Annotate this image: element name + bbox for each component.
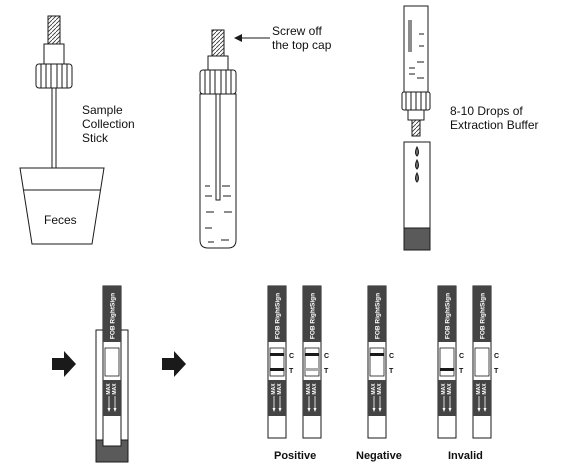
brand-text: FOB RightSign (375, 293, 382, 339)
stick-label: Sample Collection Stick (82, 103, 135, 145)
negative-label: Negative (356, 450, 402, 462)
stick-label-line2: Collection (82, 117, 135, 131)
test-line (270, 368, 284, 371)
t-marker: T (494, 368, 499, 375)
control-line (370, 353, 384, 356)
test-line-faint (305, 368, 319, 371)
control-line (270, 353, 284, 356)
stick-label-line3: Stick (82, 131, 109, 145)
drops-label-line2: Extraction Buffer (450, 118, 539, 132)
brand-text: FOB RightSign (445, 293, 452, 339)
control-line (305, 353, 319, 356)
t-marker: T (459, 368, 464, 375)
screw-label-line1: Screw off (272, 24, 322, 38)
feces-label: Feces (44, 213, 77, 227)
max-text: MAX (271, 383, 277, 395)
brand-text: FOB RightSign (275, 293, 282, 339)
max-text: MAX (277, 383, 283, 395)
test-line (440, 368, 454, 371)
max-text: MAX (377, 383, 383, 395)
drops-label-line1: 8-10 Drops of (450, 104, 523, 118)
feces-cup (19, 167, 105, 245)
brand-text: FOB RightSign (310, 293, 317, 339)
max-text: MAX (476, 383, 482, 395)
stick-label-line1: Sample (82, 103, 123, 117)
max-text: MAX (447, 383, 453, 395)
max-text: MAX (312, 383, 318, 395)
max-text: MAX (441, 383, 447, 395)
c-marker: C (324, 353, 329, 360)
max-text: MAX (112, 383, 118, 395)
specimen-tube (199, 29, 237, 249)
inverted-tube (401, 5, 431, 137)
c-marker: C (494, 353, 499, 360)
c-marker: C (289, 353, 294, 360)
brand-text: FOB RightSign (480, 293, 487, 339)
c-marker: C (459, 353, 464, 360)
screw-arrow (234, 34, 270, 42)
max-text: MAX (482, 383, 488, 395)
t-marker: T (289, 368, 294, 375)
positive-label: Positive (274, 450, 317, 462)
max-text: MAX (306, 383, 312, 395)
t-marker: T (389, 368, 394, 375)
screw-label: Screw off the top cap (272, 24, 331, 52)
screw-label-line2: the top cap (272, 38, 332, 52)
c-marker: C (389, 353, 394, 360)
max-text: MAX (106, 383, 112, 395)
brand-text: FOB RightSign (110, 293, 117, 339)
next-arrow-1 (52, 351, 76, 377)
t-marker: T (324, 368, 329, 375)
invalid-label: Invalid (448, 450, 483, 462)
drops-label: 8-10 Drops of Extraction Buffer (450, 104, 539, 132)
max-text: MAX (371, 383, 377, 395)
next-arrow-2 (162, 351, 186, 377)
dropper-tube (403, 141, 431, 251)
